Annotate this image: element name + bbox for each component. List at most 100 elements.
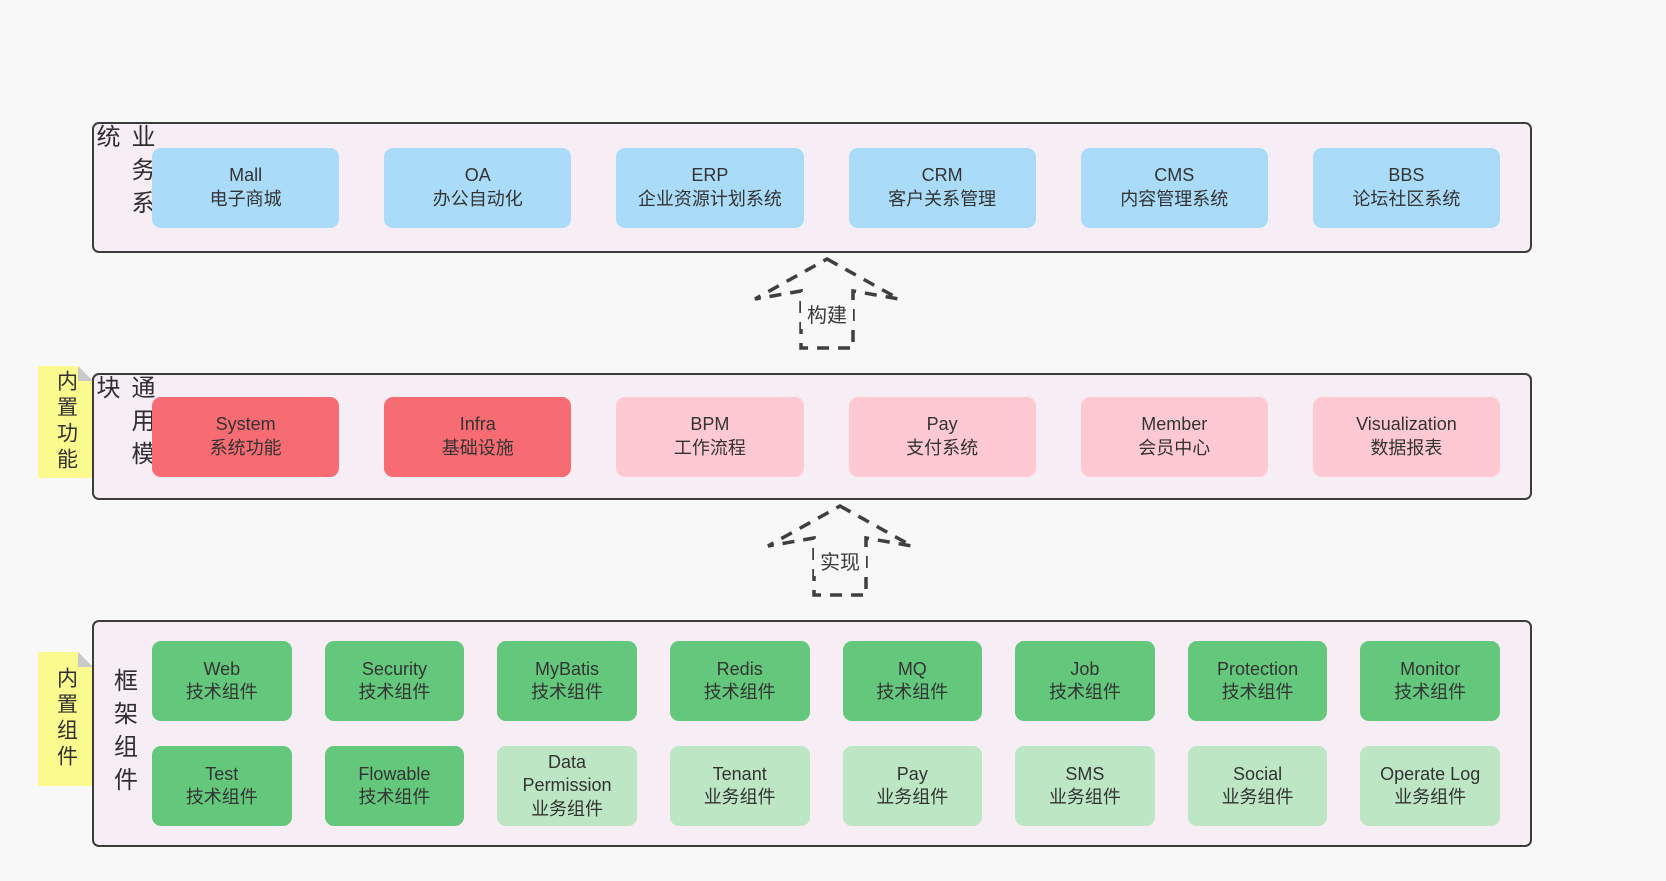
box-name: Job: [1070, 658, 1100, 679]
box-desc: 电子商城: [209, 188, 282, 209]
sticky-note-fold-corner: [78, 652, 93, 667]
box-desc: 基础设施: [441, 437, 514, 458]
box-desc: 企业资源计划系统: [637, 188, 782, 209]
box-mq: MQ 技术组件: [842, 641, 983, 721]
arrow-build: 构建: [752, 256, 902, 351]
box-redis: Redis 技术组件: [669, 641, 810, 721]
box-sms: SMS 业务组件: [1015, 746, 1155, 826]
box-name: Tenant: [712, 763, 767, 784]
box-desc: 技术组件: [876, 682, 949, 702]
box-monitor: Monitor 技术组件: [1360, 641, 1500, 721]
box-desc: 业务组件: [703, 787, 776, 807]
box-desc: 技术组件: [1394, 682, 1467, 702]
box-name: Pay: [896, 763, 928, 784]
box-name: Social: [1233, 763, 1283, 784]
box-desc: 办公自动化: [432, 188, 523, 209]
box-name: Member: [1141, 414, 1208, 435]
box-name: Web: [203, 658, 241, 679]
box-desc: 业务组件: [1394, 787, 1467, 807]
box-name: Monitor: [1400, 658, 1461, 679]
box-name: Data Permission: [522, 751, 612, 796]
box-name: Protection: [1217, 658, 1299, 679]
box-protection: Protection 技术组件: [1187, 641, 1328, 721]
box-name: SMS: [1065, 763, 1105, 784]
box-name: Flowable: [358, 763, 431, 784]
box-security: Security 技术组件: [324, 641, 465, 721]
box-name: System: [215, 414, 276, 435]
box-desc: 工作流程: [673, 437, 746, 458]
box-name: Visualization: [1356, 414, 1457, 435]
box-desc: 支付系统: [906, 437, 979, 458]
box-name: Pay: [926, 414, 958, 435]
box-name: OA: [464, 165, 491, 186]
box-test: Test 技术组件: [152, 746, 292, 826]
box-tenant: Tenant 业务组件: [669, 746, 810, 826]
box-web: Web 技术组件: [152, 641, 292, 721]
box-social: Social 业务组件: [1187, 746, 1328, 826]
box-desc: 客户关系管理: [888, 188, 997, 209]
box-desc: 技术组件: [1221, 682, 1294, 702]
box-desc: 业务组件: [531, 798, 604, 819]
band-label-framework-components: 框架组件: [109, 667, 137, 800]
box-name: ERP: [691, 165, 729, 186]
sticky-note-label: 内置功能: [54, 370, 78, 474]
box-name: Redis: [716, 658, 763, 679]
arrow-build-label: 构建: [807, 304, 847, 327]
box-desc: 数据报表: [1370, 437, 1443, 458]
box-desc: 业务组件: [876, 787, 949, 807]
box-job: Job 技术组件: [1015, 641, 1155, 721]
box-name: Mall: [229, 165, 263, 186]
box-desc: 技术组件: [185, 787, 258, 807]
dashed-up-arrow-icon: 构建: [754, 256, 900, 350]
box-desc: 技术组件: [1048, 682, 1121, 702]
box-name: MQ: [897, 658, 927, 679]
arrow-implement: 实现: [765, 503, 915, 598]
sticky-note-label: 内置组件: [54, 667, 78, 771]
dashed-up-arrow-icon: 实现: [767, 503, 913, 597]
box-desc: 系统功能: [209, 437, 282, 458]
box-name: CMS: [1154, 165, 1195, 186]
box-desc: 技术组件: [185, 682, 258, 702]
box-pay: Pay 业务组件: [842, 746, 983, 826]
box-desc: 论坛社区系统: [1352, 188, 1461, 209]
box-desc: 业务组件: [1221, 787, 1294, 807]
box-name: CRM: [921, 165, 963, 186]
box-desc: 技术组件: [358, 682, 431, 702]
arrow-implement-label: 实现: [820, 551, 860, 574]
box-name: Test: [205, 763, 239, 784]
box-name: MyBatis: [535, 658, 600, 679]
box-desc: 业务组件: [1048, 787, 1121, 807]
band-label-business-systems: 业务系统: [92, 124, 154, 223]
box-desc: 内容管理系统: [1120, 188, 1229, 209]
box-desc: 技术组件: [703, 682, 776, 702]
band-label-common-modules: 通用模块: [92, 375, 154, 474]
box-name: Security: [361, 658, 427, 679]
box-name: BPM: [690, 414, 730, 435]
